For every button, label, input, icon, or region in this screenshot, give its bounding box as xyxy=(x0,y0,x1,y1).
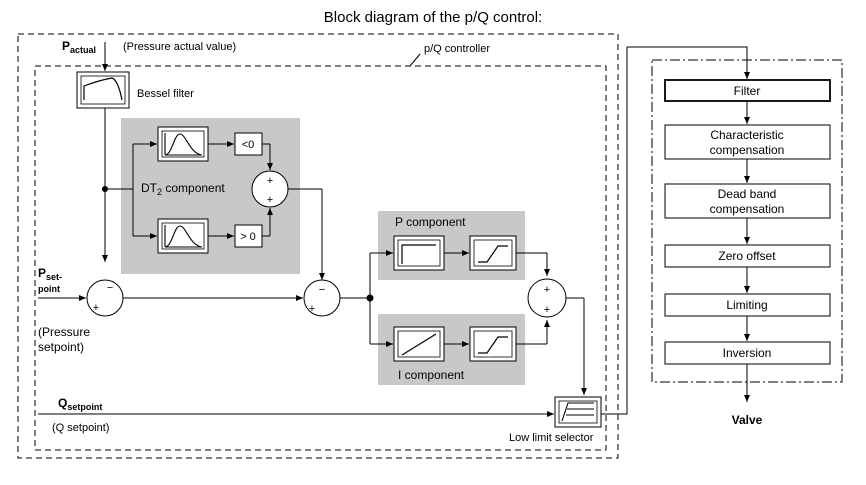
svg-text:+: + xyxy=(544,304,550,316)
p-setpoint-desc-2: setpoint) xyxy=(38,340,84,354)
p-actual-label: Pactual xyxy=(62,39,96,55)
inversion-block: Inversion xyxy=(664,341,831,365)
q-setpoint-label: Qsetpoint xyxy=(58,396,102,412)
svg-text:Limiting: Limiting xyxy=(726,298,767,312)
svg-text:compensation: compensation xyxy=(710,143,785,157)
dt2-upper-response-icon xyxy=(164,133,203,156)
svg-text:Characteristic: Characteristic xyxy=(710,128,783,142)
bessel-response-icon xyxy=(83,77,123,101)
svg-text:compensation: compensation xyxy=(710,202,785,216)
low-limit-selector-block xyxy=(554,396,602,428)
zero-offset-block: Zero offset xyxy=(664,244,831,268)
dt2-lower-response-icon xyxy=(164,225,203,248)
svg-text:+: + xyxy=(544,284,550,296)
dt2-component-label: DT2 component xyxy=(141,181,225,197)
i-ramp-icon xyxy=(401,333,437,356)
selector-to-filter-line xyxy=(601,46,750,415)
p-setpoint-label: Pset- xyxy=(38,266,62,282)
lt0-label: <0 xyxy=(242,139,255,151)
outer-frame xyxy=(17,33,619,459)
low-limit-selector-label: Low limit selector xyxy=(509,432,594,444)
p-setpoint-desc-1: (Pressure xyxy=(38,325,90,339)
p-gain-icon xyxy=(401,244,436,264)
i-component-label: I component xyxy=(398,368,465,382)
limiting-block: Limiting xyxy=(664,293,831,317)
svg-text:+: + xyxy=(267,175,273,187)
svg-text:+: + xyxy=(93,302,99,314)
svg-text:Dead band: Dead band xyxy=(718,187,777,201)
filter-block: Filter xyxy=(664,79,831,102)
svg-text:Filter: Filter xyxy=(734,84,761,98)
gt0-label: > 0 xyxy=(240,231,256,243)
low-limit-icon xyxy=(561,402,594,422)
dead-band-compensation-block: Dead band compensation xyxy=(664,183,831,219)
i-limiter-icon xyxy=(478,336,508,354)
controller-frame xyxy=(34,65,607,451)
bessel-filter-block xyxy=(76,71,130,109)
controller-label-leader xyxy=(409,53,421,67)
p-limiter-icon xyxy=(478,245,508,263)
svg-text:+: + xyxy=(267,194,273,206)
svg-text:Zero offset: Zero offset xyxy=(718,249,776,263)
bessel-filter-label: Bessel filter xyxy=(137,88,194,100)
p-actual-desc: (Pressure actual value) xyxy=(123,41,236,53)
diagram-title: Block diagram of the p/Q control: xyxy=(324,9,542,26)
controller-label: p/Q controller xyxy=(424,43,490,55)
p-setpoint-label-2: point xyxy=(38,284,60,294)
svg-text:−: − xyxy=(107,282,113,294)
q-setpoint-desc: (Q setpoint) xyxy=(52,422,109,434)
characteristic-compensation-block: Characteristic compensation xyxy=(664,124,831,160)
p-component-label: P component xyxy=(395,215,466,229)
valve-output-label: Valve xyxy=(732,413,763,427)
svg-text:Inversion: Inversion xyxy=(723,346,772,360)
svg-text:−: − xyxy=(319,284,325,296)
svg-text:+: + xyxy=(309,303,315,315)
